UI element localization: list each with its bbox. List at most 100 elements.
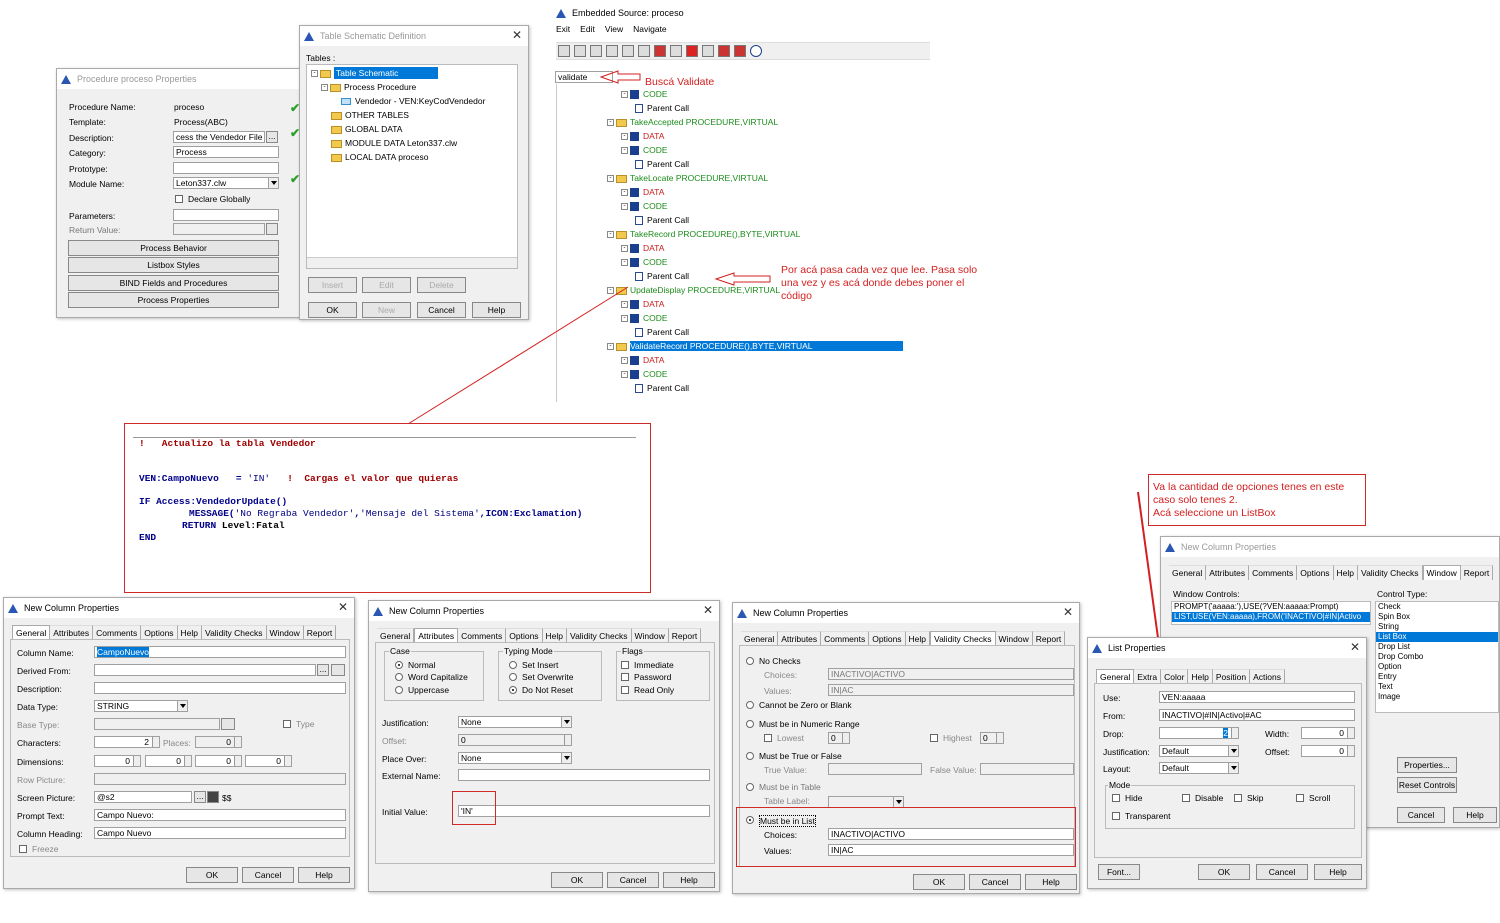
menu-exit[interactable]: Exit (556, 24, 571, 34)
picture-browse-button[interactable]: ... (194, 791, 206, 803)
declare-globally-checkbox[interactable] (175, 195, 183, 203)
control-type-item[interactable]: Spin Box (1378, 612, 1411, 621)
tree-item[interactable]: Vendedor - VEN:KeyCodVendedor (341, 96, 485, 106)
process-behavior-button[interactable]: Process Behavior (68, 240, 279, 256)
embed-tree-item[interactable]: -CODE (621, 145, 668, 156)
embed-tree-item[interactable]: Parent Call (635, 271, 689, 282)
collapse-icon[interactable]: - (621, 133, 628, 141)
font-button[interactable]: Font... (1098, 864, 1140, 880)
collapse-icon[interactable]: - (621, 245, 628, 253)
lowest-spinner[interactable]: 0 (828, 732, 850, 744)
ok-button[interactable]: OK (551, 872, 603, 888)
tab-options[interactable]: Options (869, 631, 906, 646)
collapse-icon[interactable]: - (607, 287, 614, 295)
embed-tree-item[interactable]: -CODE (621, 89, 668, 100)
characters-spinner[interactable]: 2 (94, 736, 160, 748)
tab-attributes[interactable]: Attributes (414, 628, 459, 643)
process-properties-button[interactable]: Process Properties (68, 292, 279, 308)
menu-view[interactable]: View (604, 24, 624, 34)
collapse-icon[interactable]: - (621, 91, 628, 99)
tab-options[interactable]: Options (506, 628, 543, 643)
prompt-text-field[interactable]: Campo Nuevo: (94, 809, 346, 821)
tree-icon[interactable] (638, 45, 650, 57)
help-button[interactable]: Help (663, 872, 715, 888)
column-heading-field[interactable]: Campo Nuevo (94, 827, 346, 839)
tree-icon[interactable] (606, 45, 618, 57)
tab-window[interactable]: Window (266, 625, 304, 640)
help-button[interactable]: Help (1453, 807, 1497, 823)
embed-tree-item[interactable]: -TakeAccepted PROCEDURE,VIRTUAL (607, 117, 778, 127)
true-false-radio[interactable] (746, 752, 754, 760)
tab-general[interactable]: General (377, 628, 415, 643)
description-browse-button[interactable]: ... (266, 131, 278, 143)
tab-help[interactable]: Help (177, 625, 203, 640)
numeric-range-radio[interactable] (746, 720, 754, 728)
list-choices-field[interactable]: INACTIVO|ACTIVO (828, 828, 1074, 840)
tab-options[interactable]: Options (1297, 565, 1334, 580)
tree-icon[interactable] (622, 45, 634, 57)
bind-fields-button[interactable]: BIND Fields and Procedures (68, 275, 279, 291)
control-type-item[interactable]: Drop Combo (1378, 652, 1424, 661)
collapse-icon[interactable]: - (607, 119, 614, 127)
tab-report[interactable]: Report (1460, 565, 1494, 580)
embed-icon[interactable] (718, 45, 730, 57)
case-normal-radio[interactable] (395, 661, 403, 669)
derived-browse-button[interactable]: ... (317, 664, 329, 676)
collapse-icon[interactable]: - (621, 301, 628, 309)
cancel-button[interactable]: Cancel (969, 874, 1021, 890)
edit-button[interactable]: Edit (362, 277, 411, 293)
tab-attributes[interactable]: Attributes (50, 625, 94, 640)
false-value-field[interactable] (980, 763, 1074, 775)
window-control-item-selected[interactable]: LIST,USE(VEN:aaaaa),FROM('INACTIVO|#IN|A… (1172, 612, 1370, 622)
category-field[interactable]: Process (173, 146, 279, 158)
cannot-be-zero-radio[interactable] (746, 701, 754, 709)
embed-tree-item[interactable]: -ValidateRecord PROCEDURE(),BYTE,VIRTUAL (607, 341, 903, 351)
cancel-button[interactable]: Cancel (417, 302, 466, 318)
close-icon[interactable]: ✕ (1062, 605, 1073, 619)
collapse-icon[interactable]: - (607, 343, 614, 351)
type-checkbox[interactable] (283, 720, 291, 728)
layout-select[interactable]: Default (1159, 762, 1239, 774)
embed-tree-item[interactable]: -CODE (621, 257, 668, 268)
copy-icon[interactable] (574, 45, 586, 57)
collapse-icon[interactable]: - (621, 147, 628, 155)
tab-general[interactable]: General (12, 625, 51, 640)
tab-comments[interactable]: Comments (821, 631, 870, 646)
embed-tree-item[interactable]: -CODE (621, 369, 668, 380)
do-not-reset-radio[interactable] (509, 686, 517, 694)
cut-icon[interactable] (558, 45, 570, 57)
collapse-icon[interactable]: - (621, 189, 628, 197)
control-type-item[interactable]: Option (1378, 662, 1402, 671)
tab-position[interactable]: Position (1212, 669, 1251, 684)
horizontal-scrollbar[interactable] (307, 257, 517, 268)
tab-validity-checks[interactable]: Validity Checks (1358, 565, 1423, 580)
close-icon[interactable]: ✕ (702, 603, 713, 617)
freeze-checkbox[interactable] (19, 845, 27, 853)
help-button[interactable]: Help (298, 867, 350, 883)
embed-icon[interactable] (654, 45, 666, 57)
embed-tree-item[interactable]: Parent Call (635, 327, 689, 338)
control-type-item[interactable]: Entry (1378, 672, 1397, 681)
tab-options[interactable]: Options (141, 625, 178, 640)
ok-button[interactable]: OK (308, 302, 357, 318)
case-upper-radio[interactable] (395, 686, 403, 694)
immediate-checkbox[interactable] (621, 661, 629, 669)
cancel-button[interactable]: Cancel (1397, 807, 1445, 823)
embed-tree-item[interactable]: Parent Call (635, 383, 689, 394)
window-controls-list[interactable]: PROMPT('aaaaa:'),USE(?VEN:aaaaa:Prompt) … (1171, 601, 1371, 625)
embed-tree-item[interactable]: -TakeRecord PROCEDURE(),BYTE,VIRTUAL (607, 229, 800, 239)
refresh-icon[interactable] (750, 45, 762, 57)
column-name-field[interactable]: CampoNuevo (94, 646, 346, 658)
tab-report[interactable]: Report (1032, 631, 1066, 646)
control-type-item[interactable]: Image (1378, 692, 1401, 701)
screen-picture-field[interactable]: @s2 (94, 791, 192, 803)
tab-window[interactable]: Window (1422, 565, 1461, 580)
embed-tree-item[interactable]: -CODE (621, 201, 668, 212)
control-type-item[interactable]: List Box (1376, 632, 1498, 642)
tab-help[interactable]: Help (1188, 669, 1213, 684)
scroll-checkbox[interactable] (1296, 794, 1304, 802)
control-type-item[interactable]: Check (1378, 602, 1401, 611)
tab-help[interactable]: Help (905, 631, 931, 646)
refresh-icon[interactable] (331, 664, 345, 676)
